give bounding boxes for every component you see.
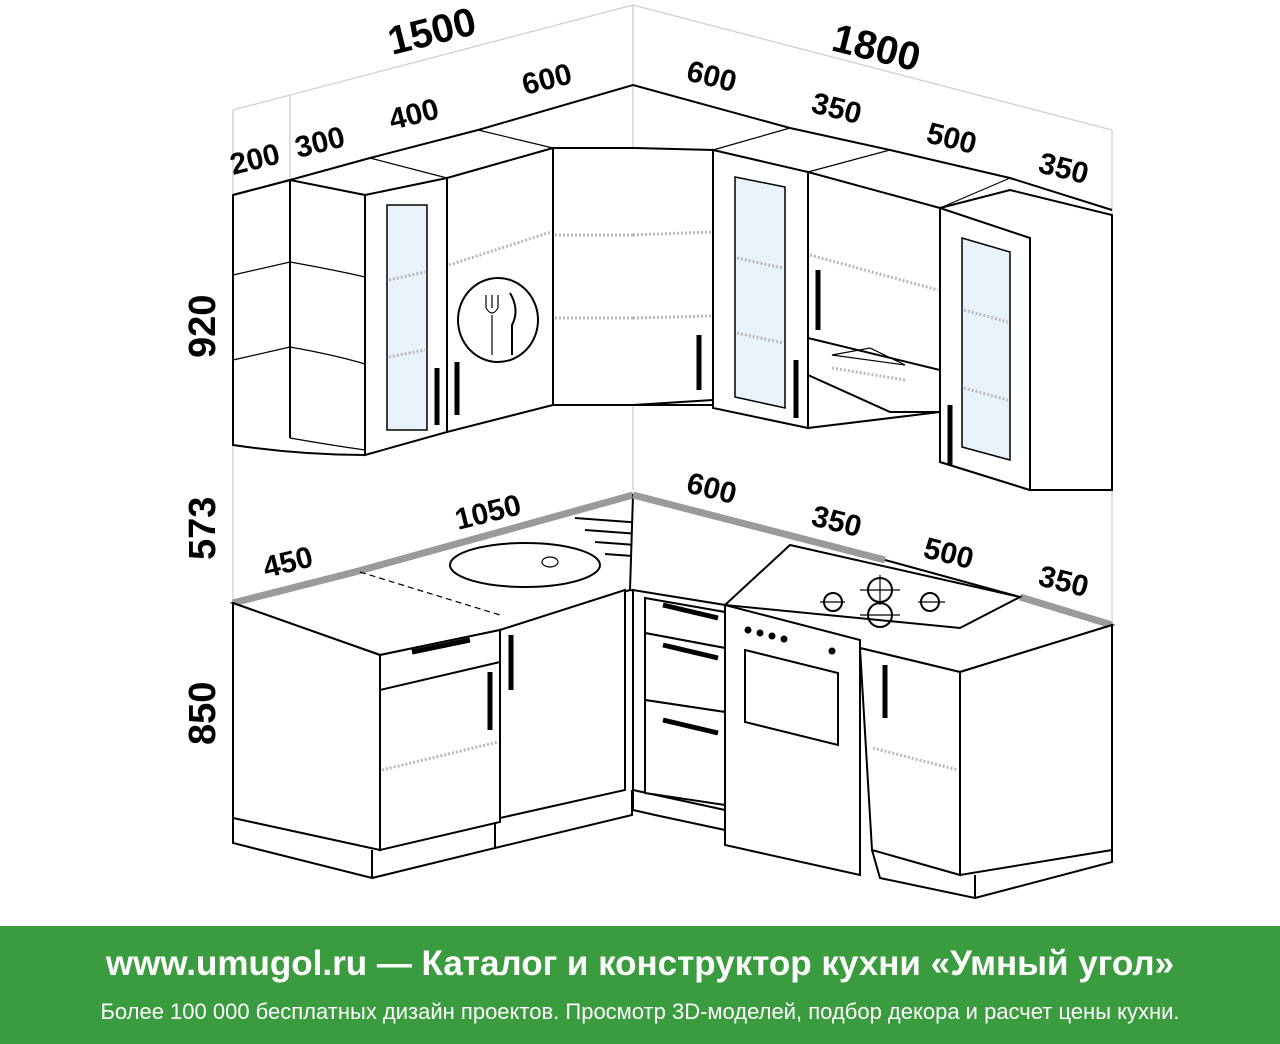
dim-top-left-3: 400 (386, 93, 443, 137)
dim-top-right-1: 600 (683, 55, 740, 99)
upper-glass-cabinet-right (712, 148, 809, 430)
dim-height-base: 850 (182, 682, 224, 745)
dim-top-right-4: 350 (1035, 147, 1092, 191)
dim-wall-left: 1500 (384, 0, 481, 64)
dim-height-gap: 573 (182, 497, 224, 560)
banner-subtitle: Более 100 000 бесплатных дизайн проектов… (100, 999, 1180, 1024)
upper-corner-cabinet (552, 147, 714, 406)
dim-worktop-right-1: 600 (683, 467, 740, 511)
range-hood-icon (807, 336, 941, 413)
dim-worktop-right-4: 350 (1035, 560, 1092, 604)
base-drawer-unit (632, 588, 726, 832)
dim-top-right-2: 350 (808, 87, 865, 131)
dim-worktop-left-1: 450 (260, 541, 317, 585)
oven-icon (724, 603, 861, 877)
base-sink-cabinet (494, 588, 633, 850)
base-cabinet-left (232, 601, 501, 880)
banner-title[interactable]: www.umugol.ru — Каталог и конструктор ку… (105, 944, 1175, 983)
dim-wall-right: 1800 (828, 16, 925, 80)
dim-worktop-right-2: 350 (808, 500, 865, 544)
dim-top-right-3: 500 (923, 117, 980, 161)
dim-top-left-4: 600 (519, 58, 576, 102)
promo-banner: www.umugol.ru — Каталог и конструктор ку… (0, 926, 1280, 1044)
dim-worktop-right-3: 500 (920, 532, 977, 576)
upper-cabinet-hood (807, 170, 941, 430)
upper-cabinet-cutlery (446, 146, 554, 434)
upper-glass-cabinet-left (364, 176, 448, 457)
upper-glass-cabinet-far-right (939, 188, 1113, 492)
open-shelf-unit (232, 178, 366, 457)
dim-top-left-1: 200 (227, 138, 284, 182)
fork-and-knife-icon (457, 277, 539, 363)
dim-top-left-2: 300 (292, 121, 349, 165)
dim-height-upper: 920 (182, 295, 224, 358)
gas-hob-icon (722, 543, 1023, 630)
kitchen-diagram: 1500 1800 200 300 400 600 600 350 500 35… (182, 0, 1116, 900)
base-cabinet-right (858, 623, 1113, 900)
round-sink-icon (449, 542, 601, 588)
